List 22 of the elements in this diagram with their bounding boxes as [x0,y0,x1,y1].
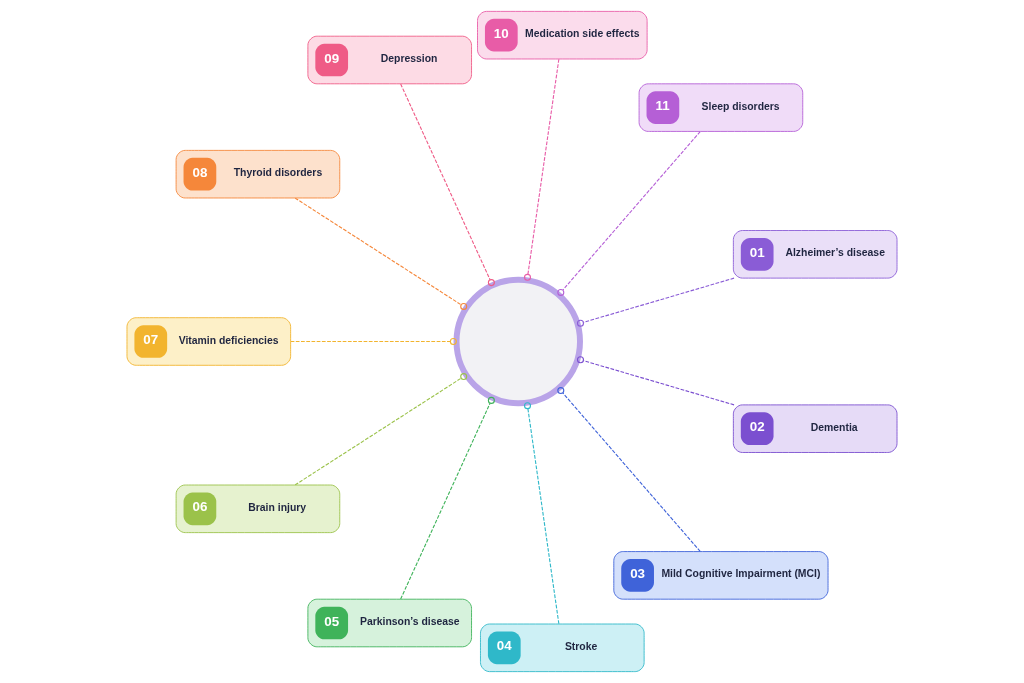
connector [290,337,457,346]
connector [400,396,495,600]
node-box: 06 Brain injury [175,484,341,534]
connector [523,402,560,625]
connector [523,58,560,281]
node-box: 11 Sleep disorders [638,83,804,132]
node-box: 04 Stroke [480,623,645,673]
connector [294,373,468,486]
node-box: 09 Depression [307,35,472,85]
connector [557,387,701,552]
node-box: 01 Alzheimer’s disease [732,230,898,279]
node-box: 05 Parkinson’s disease [307,598,472,648]
node-box: 08 Thyroid disorders [175,149,341,199]
node-box: 10 Medication side effects [477,10,648,60]
connector [294,197,468,310]
connector [557,131,701,296]
node-box: 07 Vitamin deficiencies [126,317,292,366]
node-box: 02 Dementia [732,404,898,453]
node-box: 03 Mild Cognitive Impairment (MCI) [613,551,829,600]
connector [576,356,735,406]
connector [576,277,735,327]
connector [400,83,495,287]
